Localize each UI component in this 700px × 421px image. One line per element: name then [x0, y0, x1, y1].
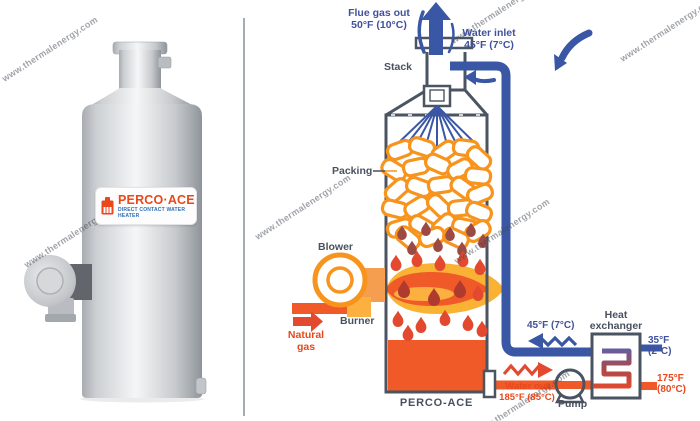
- droplet: [421, 221, 431, 236]
- natural-gas-line2: gas: [296, 341, 316, 353]
- droplet: [462, 314, 474, 331]
- section-divider: [243, 18, 245, 416]
- cold-in-label: 35°F (2°C): [648, 335, 671, 357]
- droplet: [434, 254, 446, 271]
- flue-gas-line1: Flue gas out: [348, 7, 410, 19]
- droplet: [439, 309, 451, 326]
- hot-out-line1: 175°F: [657, 373, 684, 384]
- water-inlet-line2: 45°F (7°C): [464, 39, 514, 51]
- water-inlet-line1: Water inlet: [462, 27, 516, 39]
- spray-nozzle: [422, 84, 452, 108]
- hot-out-label: 175°F (80°C): [657, 373, 686, 395]
- hot-water-loop: [482, 332, 657, 404]
- blower-icon-hub: [326, 266, 354, 294]
- water-out-line2: 185°F (85°C): [499, 391, 555, 403]
- droplet: [457, 241, 467, 256]
- packing-ring: [380, 157, 408, 183]
- flue-gas-arrow-icon: [421, 2, 451, 55]
- hot-water-pool: [388, 340, 486, 391]
- water-out-arrow-icon: [538, 362, 553, 378]
- droplet: [392, 310, 404, 327]
- droplet: [397, 225, 407, 240]
- gas-pipe: [292, 303, 360, 314]
- packing-media: [380, 136, 495, 251]
- product-blower-hub: [36, 267, 64, 295]
- hx-line2: exchanger: [589, 320, 643, 332]
- product-tagline: DIRECT CONTACT WATER HEATER: [118, 206, 186, 219]
- flue-gas-arrows: [417, 2, 455, 55]
- droplet: [390, 254, 402, 271]
- product-label-text: PERCO·ACE DIRECT CONTACT WATER HEATER: [118, 192, 195, 219]
- water-out-label: Water out 185°F (85°C): [494, 381, 560, 403]
- heat-exchanger-coil: [593, 348, 632, 389]
- water-inlet-label: Water inlet 45°F (7°C): [448, 27, 530, 51]
- droplet: [454, 280, 466, 298]
- droplet: [428, 288, 440, 306]
- mini-heater-icon: [101, 197, 114, 215]
- droplet: [411, 250, 423, 267]
- stack-nozzle: [157, 56, 172, 69]
- flue-swoosh-right: [447, 22, 455, 54]
- water-droplets: [390, 221, 488, 341]
- flue-gas-label: Flue gas out 50°F (10°C): [330, 7, 428, 31]
- product-photo: [24, 41, 207, 403]
- hx-line1: Heat: [604, 309, 628, 321]
- flue-swoosh-left: [417, 10, 426, 54]
- water-out-wave: [502, 363, 541, 377]
- droplet: [466, 222, 476, 237]
- hot-out-line2: (80°C): [657, 384, 687, 395]
- drain-nozzle: [195, 377, 207, 395]
- tank-body: [82, 104, 202, 398]
- burner-group: [292, 252, 385, 332]
- process-diagram: [292, 2, 662, 404]
- product-label-plate: PERCO·ACE DIRECT CONTACT WATER HEATER: [95, 187, 197, 225]
- packing-ring: [463, 166, 493, 186]
- natural-gas-line1: Natural: [287, 329, 325, 341]
- packing-ring: [464, 200, 494, 224]
- unit-name-label: PERCO-ACE: [399, 397, 474, 409]
- tank-outlet-flange: [482, 369, 497, 399]
- blower-label: Blower: [318, 241, 354, 253]
- stack-label: Stack: [384, 61, 413, 73]
- recirc-arrow-icon: [528, 333, 543, 349]
- tank-stack: [119, 50, 161, 92]
- water-out-line1: Water out: [505, 381, 549, 392]
- cold-water-pipe: [450, 61, 592, 357]
- pump-label: Pump: [558, 398, 588, 410]
- droplet: [407, 240, 417, 255]
- recirc-temp-label: 45°F (7°C): [527, 320, 575, 331]
- flue-gas-line2: 50°F (10°C): [351, 19, 407, 31]
- gas-flow-arrow-icon: [293, 311, 323, 332]
- blower-flange: [45, 314, 76, 322]
- cold-in-line1: 35°F: [648, 335, 670, 346]
- droplet: [433, 237, 443, 252]
- heat-exchanger-label: Heat exchanger: [584, 310, 648, 332]
- packing-label: Packing: [332, 165, 373, 177]
- droplet: [445, 226, 455, 241]
- water-inlet-swoosh: [558, 29, 593, 62]
- packing-ring: [465, 145, 493, 171]
- droplet: [474, 258, 486, 275]
- stack-flange: [414, 36, 474, 50]
- burner-label: Burner: [340, 315, 375, 327]
- droplet: [472, 284, 484, 301]
- water-inlet-arrow-icon: [554, 54, 567, 71]
- pipe-flow-arrow-icon: [464, 70, 476, 85]
- droplet: [398, 280, 410, 298]
- natural-gas-label: Natural gas: [282, 329, 330, 353]
- product-brand: PERCO·ACE: [118, 192, 195, 207]
- spray-nozzle-inner: [429, 89, 445, 102]
- droplet: [457, 250, 469, 267]
- cold-in-line2: (2°C): [648, 346, 672, 357]
- droplet: [415, 316, 427, 333]
- droplet: [478, 233, 488, 248]
- droplet: [402, 324, 414, 341]
- droplet: [476, 320, 488, 337]
- tank-cone: [88, 88, 196, 107]
- recirc-wave: [539, 335, 578, 348]
- pump-icon: [554, 368, 586, 400]
- cold-water-loop: [450, 29, 662, 357]
